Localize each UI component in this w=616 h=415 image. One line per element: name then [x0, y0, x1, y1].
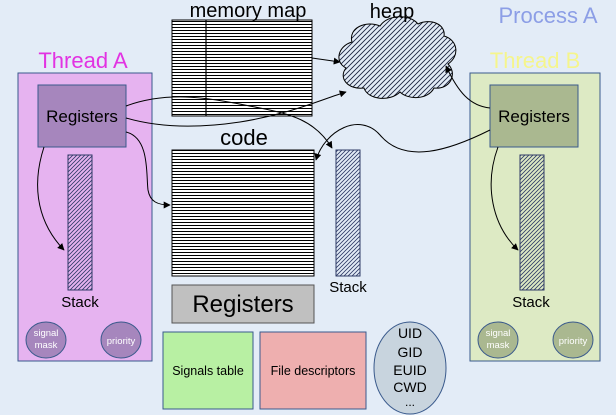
id-cwd: CWD	[393, 379, 426, 395]
memory-map-block	[171, 19, 313, 117]
shared-stack-bar	[335, 149, 361, 277]
thread-b-title: Thread B	[490, 48, 581, 73]
file-descriptors-label: File descriptors	[271, 364, 356, 378]
file-descriptors-box	[259, 331, 367, 410]
thread-a-priority-label: priority	[107, 336, 136, 347]
thread-a-registers-label: Registers	[46, 107, 118, 126]
id-euid: EUID	[393, 362, 426, 378]
shared-stack-label: Stack	[329, 279, 367, 296]
thread-a-signal-mask-circle	[25, 321, 67, 359]
id-gid: GID	[398, 344, 423, 360]
arrows-group	[37, 57, 519, 251]
signals-table-label: Signals table	[172, 364, 244, 378]
arrow-regs-b-to-heap	[445, 65, 491, 109]
arrow-regs-a-to-shared-stack	[125, 96, 333, 149]
arrow-regs-a-to-code	[125, 131, 171, 209]
code-block	[171, 149, 315, 277]
thread-b-registers-label: Registers	[498, 107, 570, 126]
thread-a-title: Thread A	[38, 48, 128, 73]
shared-registers-box	[171, 284, 315, 324]
thread-b-stack-label: Stack	[512, 294, 550, 311]
thread-a-stack-bar	[67, 154, 93, 291]
memory-map-label: memory map	[190, 0, 307, 22]
arrow-regs-a-to-heap	[125, 90, 347, 127]
process-ids-ellipse	[373, 321, 447, 415]
thread-b-stack-bar	[519, 154, 545, 291]
arrow-regs-a-to-stack-a	[37, 146, 65, 251]
thread-a-signal-mask-line1: signal	[34, 328, 59, 339]
code-label: code	[220, 125, 268, 150]
signals-table-box	[162, 331, 254, 410]
thread-b-signal-mask-line2: mask	[487, 340, 510, 351]
arrow-memmap-to-heap	[311, 57, 341, 65]
heap-label: heap	[370, 1, 415, 23]
thread-b-signal-mask-line1: signal	[486, 328, 511, 339]
id-uid: UID	[398, 325, 422, 341]
thread-b-signal-mask-circle	[477, 321, 519, 359]
shared-registers-label: Registers	[192, 291, 293, 318]
id-more: ...	[405, 395, 415, 409]
arrow-regs-b-to-stack-b	[490, 146, 519, 251]
process-label: Process A	[498, 3, 597, 28]
thread-b-registers-box	[489, 84, 579, 148]
arrow-regs-b-to-code	[314, 124, 491, 161]
thread-b-priority-label: priority	[559, 336, 588, 347]
thread-b-priority-circle	[552, 321, 594, 359]
thread-a-priority-circle	[100, 321, 142, 359]
heap-cloud	[338, 16, 457, 99]
thread-a-stack-label: Stack	[61, 294, 99, 311]
thread-a-registers-box	[37, 84, 127, 148]
thread-a-signal-mask-line2: mask	[35, 340, 58, 351]
